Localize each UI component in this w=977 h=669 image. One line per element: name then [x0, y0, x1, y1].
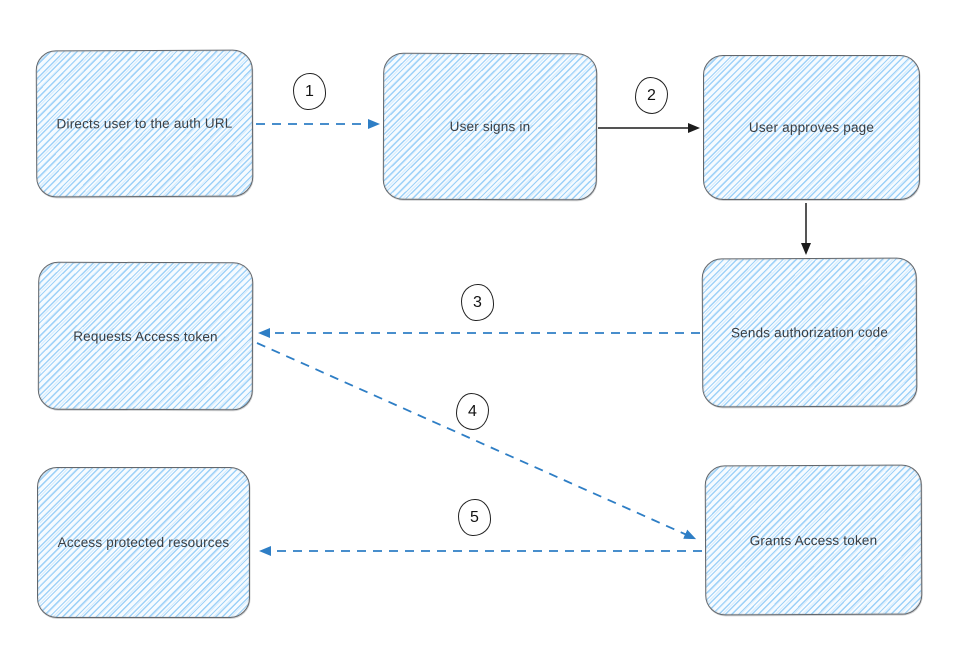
step-badge-2: 2 [635, 77, 668, 114]
step-badge-1: 1 [293, 73, 326, 110]
node-label: Directs user to the auth URL [56, 115, 233, 132]
step-badge-5: 5 [458, 499, 491, 536]
step-badge-4: 4 [456, 393, 489, 430]
step-number: 2 [647, 86, 656, 104]
node-requests-access-token: Requests Access token [37, 261, 254, 411]
step-number: 1 [305, 82, 314, 100]
node-label: Sends authorization code [730, 324, 889, 341]
node-user-signs-in: User signs in [382, 52, 598, 201]
node-label: Access protected resources [57, 535, 230, 550]
node-user-approves-page: User approves page [703, 55, 920, 200]
step-number: 5 [470, 508, 479, 526]
step-number: 3 [473, 293, 482, 311]
node-label: Requests Access token [73, 328, 218, 344]
node-directs-user-auth-url: Directs user to the auth URL [35, 49, 254, 198]
edge-requesttoken-to-granttoken-dashed-arrow [256, 342, 697, 540]
node-grants-access-token: Grants Access token [704, 464, 923, 616]
step-badge-3: 3 [461, 284, 494, 321]
step-number: 4 [468, 402, 477, 420]
node-label: User approves page [748, 120, 875, 135]
node-sends-authorization-code: Sends authorization code [701, 257, 918, 408]
node-label: Grants Access token [749, 532, 878, 548]
node-access-protected-resources: Access protected resources [37, 467, 250, 618]
node-label: User signs in [449, 118, 531, 135]
